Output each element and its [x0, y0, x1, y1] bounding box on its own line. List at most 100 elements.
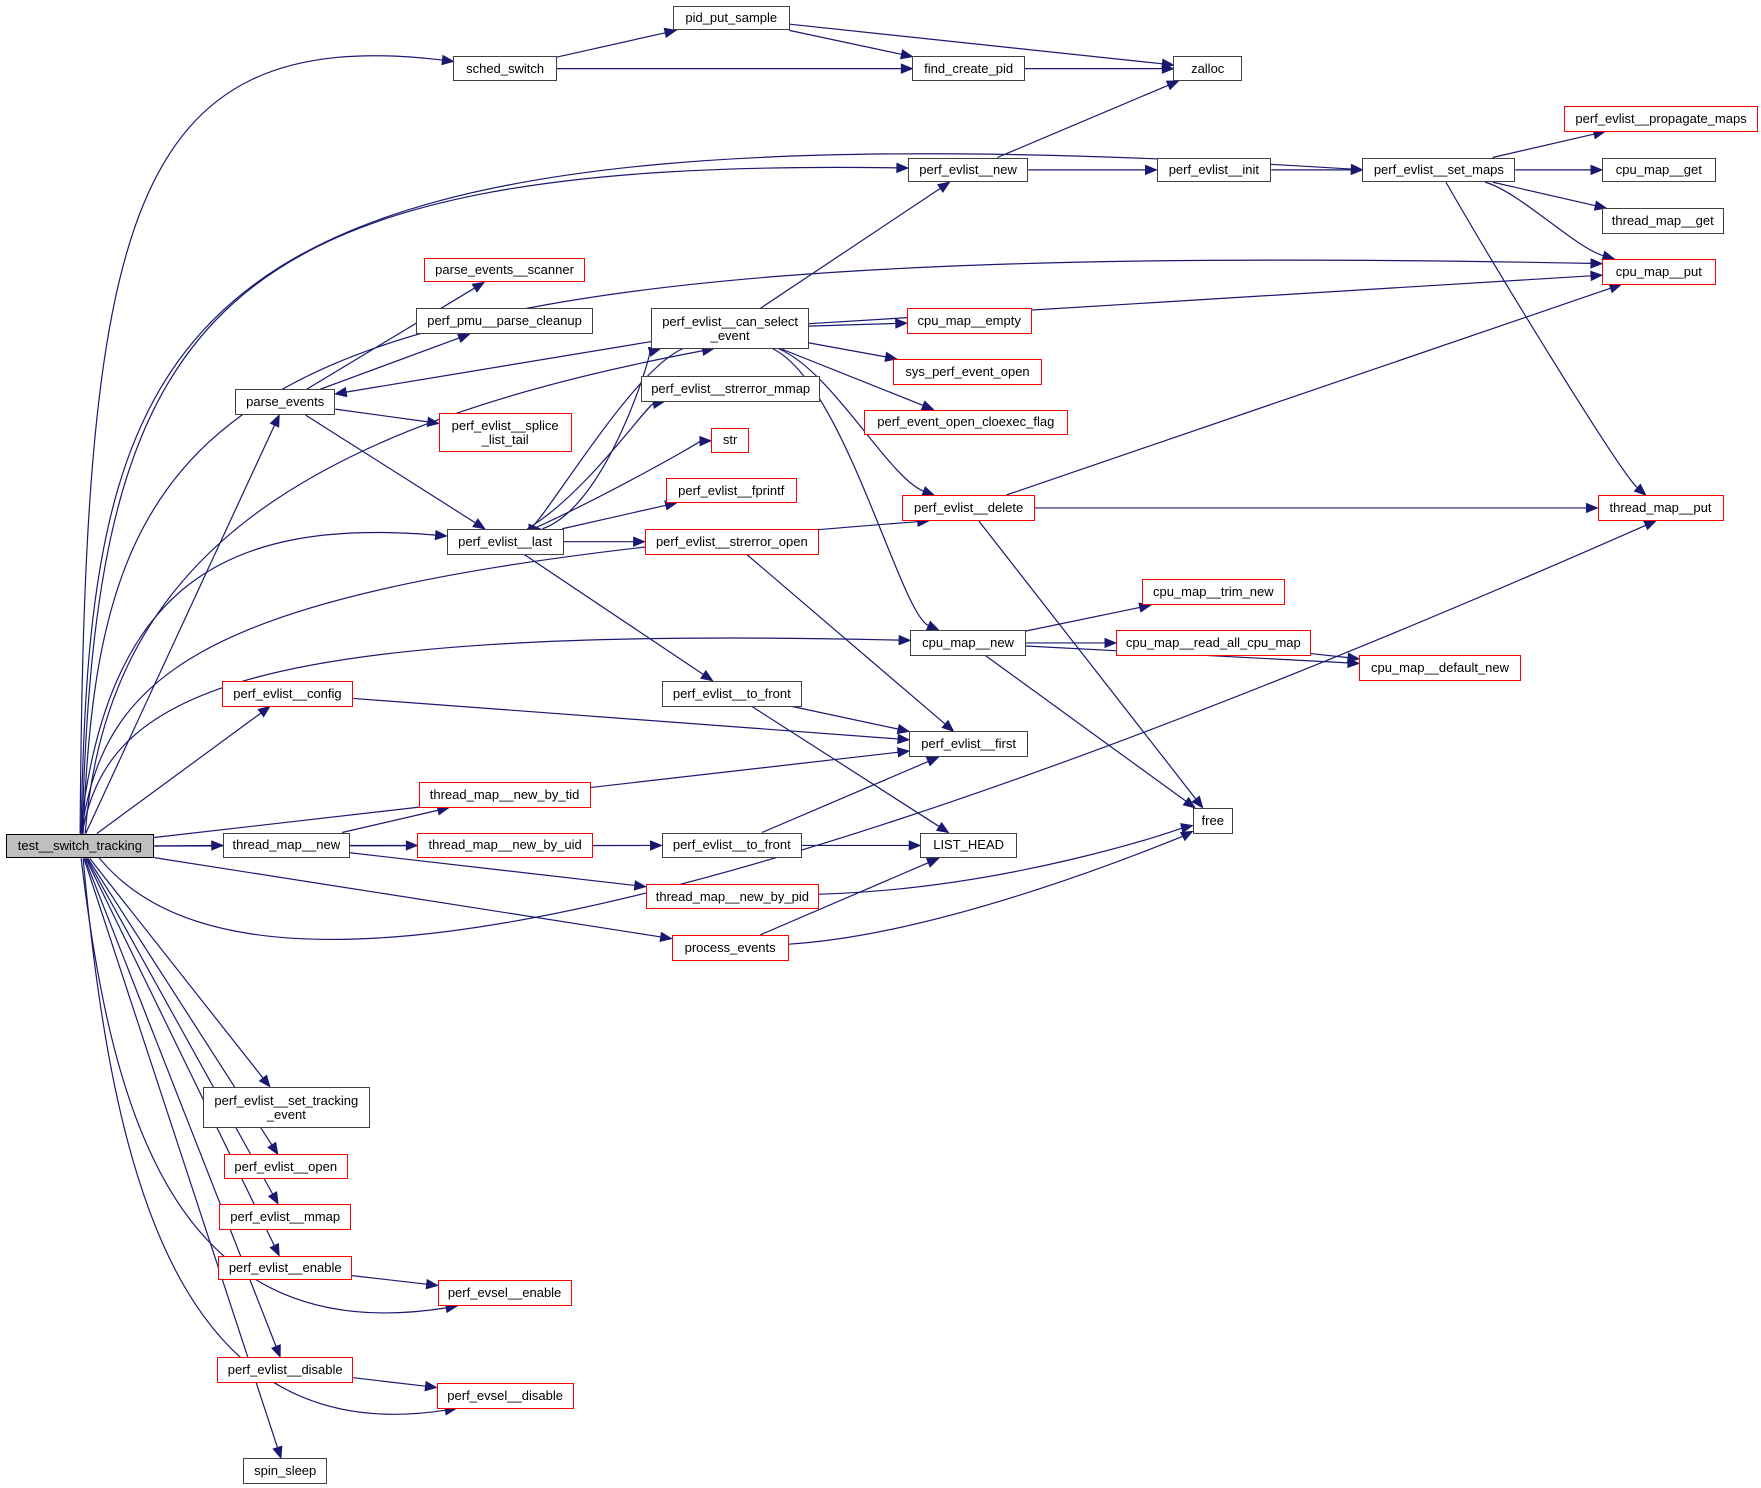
arrowhead-icon	[895, 318, 909, 329]
node-perf-evlist-enable[interactable]: perf_evlist__enable	[218, 1255, 353, 1281]
node-label: thread_map__new_by_pid	[655, 888, 809, 904]
node-perf-pmu-parse-cleanup[interactable]: perf_pmu__parse_cleanup	[416, 308, 593, 335]
node-zalloc[interactable]: zalloc	[1173, 56, 1242, 81]
arrowhead-icon	[1643, 520, 1657, 531]
node-parse-events[interactable]: parse_events	[235, 389, 336, 416]
node-perf-evlist-disable[interactable]: perf_evlist__disable	[217, 1356, 354, 1383]
node-sys-perf-event-open[interactable]: sys_perf_event_open	[893, 358, 1042, 385]
node-label: perf_evlist__can_select _event	[662, 313, 799, 343]
node-label: parse_events__scanner	[435, 262, 574, 277]
node-perf-evlist-config[interactable]: perf_evlist__config	[221, 680, 354, 707]
node-label: pid_put_sample	[685, 10, 778, 25]
node-thread-map-new[interactable]: thread_map__new	[222, 832, 350, 859]
node-test-switch-tracking[interactable]: test__switch_tracking	[5, 833, 155, 859]
node-perf-evlist-delete[interactable]: perf_evlist__delete	[902, 495, 1035, 521]
node-label: perf_evlist__strerror_mmap	[651, 380, 811, 396]
node-free[interactable]: free	[1192, 807, 1233, 834]
arrowhead-icon	[896, 723, 911, 735]
node-thread-map-new-by-tid[interactable]: thread_map__new_by_tid	[418, 781, 591, 808]
node-label: parse_events	[246, 394, 325, 410]
arrowhead-icon	[425, 1278, 439, 1290]
edge-perf-evlist-new-to-zalloc	[997, 84, 1169, 159]
arrowhead-icon	[647, 346, 662, 357]
node-spin-sleep[interactable]: spin_sleep	[243, 1458, 328, 1484]
node-perf-evlist-strerror-mmap[interactable]: perf_evlist__strerror_mmap	[641, 375, 821, 402]
node-thread-map-new-by-pid[interactable]: thread_map__new_by_pid	[645, 884, 819, 909]
node-label: LIST_HEAD	[933, 837, 1005, 853]
node-cpu-map-default-new[interactable]: cpu_map__default_new	[1359, 654, 1521, 681]
node-cpu-map-new[interactable]: cpu_map__new	[910, 630, 1026, 656]
edge-test-switch-tracking-to-perf-evlist-new	[81, 166, 897, 834]
node-list-head[interactable]: LIST_HEAD	[920, 832, 1017, 859]
node-label: test__switch_tracking	[17, 838, 143, 853]
node-sched-switch[interactable]: sched_switch	[453, 56, 557, 81]
arrowhead-icon	[920, 400, 935, 411]
node-cpu-map-put[interactable]: cpu_map__put	[1602, 258, 1716, 285]
node-label: perf_evlist__set_maps	[1373, 161, 1504, 177]
node-perf-evlist-to-front-a[interactable]: perf_evlist__to_front	[661, 680, 803, 707]
node-label: perf_evlist__new	[919, 161, 1017, 177]
node-perf-evlist-fprintf[interactable]: perf_evlist__fprintf	[666, 478, 797, 503]
node-perf-evsel-enable[interactable]: perf_evsel__enable	[437, 1280, 572, 1307]
node-label: thread_map__put	[1609, 499, 1712, 515]
node-label: perf_evlist__splice _list_tail	[451, 417, 559, 447]
node-label: cpu_map__put	[1615, 263, 1702, 279]
node-perf-event-open-cloexec-flag[interactable]: perf_event_open_cloexec_flag	[864, 409, 1068, 436]
node-perf-evlist-to-front-b[interactable]: perf_evlist__to_front	[661, 832, 803, 859]
edge-pid-put-sample-to-find-create-pid	[789, 29, 902, 55]
edge-process-events-to-free	[788, 835, 1184, 945]
node-str[interactable]: str	[711, 427, 750, 454]
node-label: perf_evlist__open	[234, 1158, 338, 1174]
edge-perf-evlist-delete-to-cpu-map-put	[1006, 287, 1611, 496]
arrowhead-icon	[633, 536, 646, 547]
node-process-events[interactable]: process_events	[671, 934, 789, 961]
edge-perf-evlist-last-to-perf-evlist-can-select-event	[542, 351, 651, 530]
node-perf-evlist-splice-list-tail[interactable]: perf_evlist__splice _list_tail	[438, 412, 572, 453]
node-thread-map-get[interactable]: thread_map__get	[1602, 208, 1724, 234]
node-perf-evlist-can-select-event[interactable]: perf_evlist__can_select _event	[651, 308, 809, 349]
node-perf-evlist-set-maps[interactable]: perf_evlist__set_maps	[1362, 157, 1516, 183]
node-perf-evlist-new[interactable]: perf_evlist__new	[907, 157, 1029, 183]
node-label: thread_map__get	[1611, 213, 1714, 229]
node-perf-evlist-first[interactable]: perf_evlist__first	[909, 731, 1029, 758]
arrowhead-icon	[424, 1380, 438, 1392]
node-thread-map-new-by-uid[interactable]: thread_map__new_by_uid	[417, 832, 593, 859]
node-cpu-map-read-all-cpu-map[interactable]: cpu_map__read_all_cpu_map	[1116, 630, 1311, 656]
node-pid-put-sample[interactable]: pid_put_sample	[672, 5, 790, 31]
node-label: free	[1201, 812, 1224, 828]
arrowhead-icon	[405, 840, 419, 851]
node-perf-evlist-open[interactable]: perf_evlist__open	[223, 1154, 348, 1179]
node-label: zalloc	[1191, 60, 1225, 76]
edge-test-switch-tracking-to-perf-evsel-enable	[80, 858, 447, 1314]
node-cpu-map-trim-new[interactable]: cpu_map__trim_new	[1141, 579, 1285, 606]
node-thread-map-put[interactable]: thread_map__put	[1597, 495, 1724, 521]
arrowhead-icon	[1350, 164, 1364, 176]
node-parse-events-scanner[interactable]: parse_events__scanner	[424, 257, 585, 283]
node-perf-evsel-disable[interactable]: perf_evsel__disable	[436, 1382, 574, 1409]
node-cpu-map-empty[interactable]: cpu_map__empty	[906, 308, 1032, 335]
node-perf-evlist-strerror-open[interactable]: perf_evlist__strerror_open	[644, 528, 819, 555]
arrowhead-icon	[1590, 270, 1604, 282]
node-label: perf_evlist__first	[921, 736, 1016, 752]
edge-test-switch-tracking-to-perf-evlist-mmap	[86, 858, 274, 1195]
arrowhead-icon	[258, 1074, 271, 1088]
node-perf-evlist-last[interactable]: perf_evlist__last	[446, 528, 564, 555]
arrowhead-icon	[663, 27, 678, 39]
node-find-create-pid[interactable]: find_create_pid	[912, 56, 1025, 81]
node-perf-evlist-set-tracking-event[interactable]: perf_evlist__set_tracking _event	[202, 1086, 371, 1129]
node-perf-evlist-propagate-maps[interactable]: perf_evlist__propagate_maps	[1563, 105, 1759, 132]
arrowhead-icon	[937, 181, 951, 193]
arrowhead-icon	[333, 386, 348, 398]
node-label: perf_evlist__config	[233, 685, 342, 701]
edge-perf-evlist-to-front-a-to-perf-evlist-first	[792, 705, 899, 730]
node-cpu-map-get[interactable]: cpu_map__get	[1602, 157, 1716, 183]
edge-parse-events-to-perf-evlist-last	[305, 414, 476, 524]
edge-perf-evlist-last-to-perf-evlist-strerror-mmap	[526, 403, 654, 530]
node-perf-evlist-mmap[interactable]: perf_evlist__mmap	[219, 1203, 351, 1230]
arrowhead-icon	[1182, 796, 1197, 809]
node-perf-evlist-init[interactable]: perf_evlist__init	[1156, 157, 1272, 183]
node-label: cpu_map__get	[1615, 161, 1702, 177]
edge-perf-evlist-can-select-event-to-parse-events	[346, 340, 652, 393]
edge-test-switch-tracking-to-perf-evlist-set-tracking-event	[89, 858, 264, 1079]
